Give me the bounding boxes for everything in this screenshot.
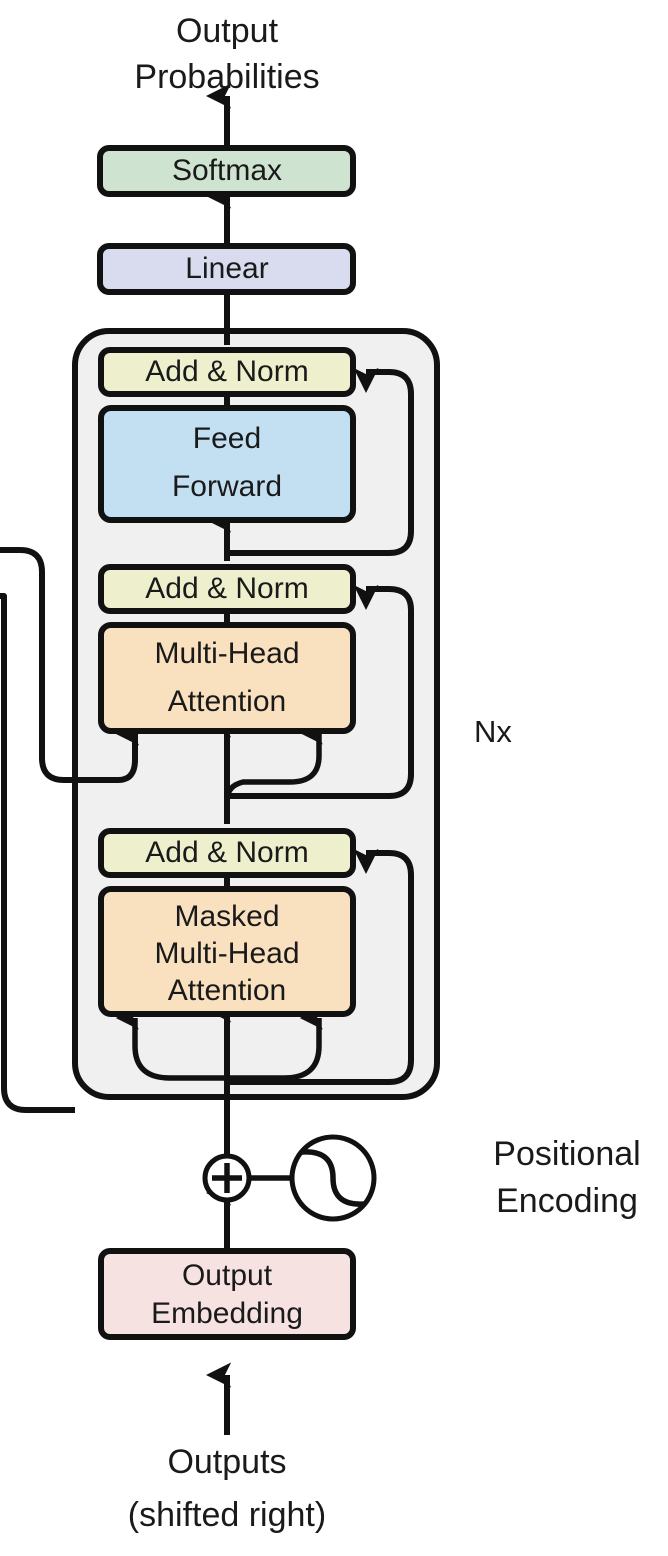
positional-encoding-line2: Encoding — [496, 1182, 638, 1220]
edge-masked-k-hook-right — [227, 1006, 323, 1081]
label-cross-attention-line1: Multi-Head — [154, 637, 299, 670]
label-output-embedding-line1: Output — [182, 1259, 273, 1292]
label-add-norm-low: Add & Norm — [145, 836, 308, 869]
outputs-line2: (shifted right) — [128, 1496, 326, 1534]
label-output-embedding-line2: Embedding — [151, 1297, 303, 1330]
label-masked-attention-line3: Attention — [168, 974, 286, 1007]
block-output-embedding[interactable] — [98, 1248, 356, 1340]
repeat-count-label: Nx — [474, 714, 512, 749]
block-cross-attention[interactable] — [98, 622, 356, 734]
edge-masked-q-hook-left — [115, 1006, 227, 1081]
edge-residual-cross — [227, 584, 414, 799]
edge-residual-feedforward — [227, 367, 414, 556]
block-softmax[interactable] — [97, 145, 356, 197]
block-linear[interactable] — [97, 243, 356, 295]
label-feed-forward-line1: Feed — [193, 422, 261, 455]
edge-cross-attn-right-port — [224, 721, 323, 801]
outputs-line1: Outputs — [167, 1443, 286, 1481]
label-add-norm-mid: Add & Norm — [145, 572, 308, 605]
label-linear: Linear — [185, 252, 268, 285]
edge-encoder-lower-line — [0, 593, 75, 1113]
block-masked-attention[interactable] — [98, 886, 356, 1017]
label-masked-attention-line2: Multi-Head — [154, 937, 299, 970]
edge-encoder-to-cross-attn-left — [0, 547, 140, 783]
output-probabilities-line2: Probabilities — [134, 58, 319, 96]
label-feed-forward-line2: Forward — [172, 470, 282, 503]
positional-encoding-line1: Positional — [493, 1135, 640, 1173]
block-add-norm-low[interactable] — [98, 828, 356, 878]
block-feed-forward[interactable] — [98, 405, 356, 523]
block-add-norm-top[interactable] — [98, 347, 356, 397]
label-masked-attention-line1: Masked — [174, 900, 279, 933]
output-probabilities-line1: Output — [176, 12, 279, 50]
label-add-norm-top: Add & Norm — [145, 355, 308, 388]
label-cross-attention-line2: Attention — [168, 685, 286, 718]
label-softmax: Softmax — [172, 154, 282, 187]
edge-residual-masked — [227, 848, 414, 1085]
sine-wave-icon — [299, 1149, 367, 1207]
block-add-norm-mid[interactable] — [98, 564, 356, 614]
